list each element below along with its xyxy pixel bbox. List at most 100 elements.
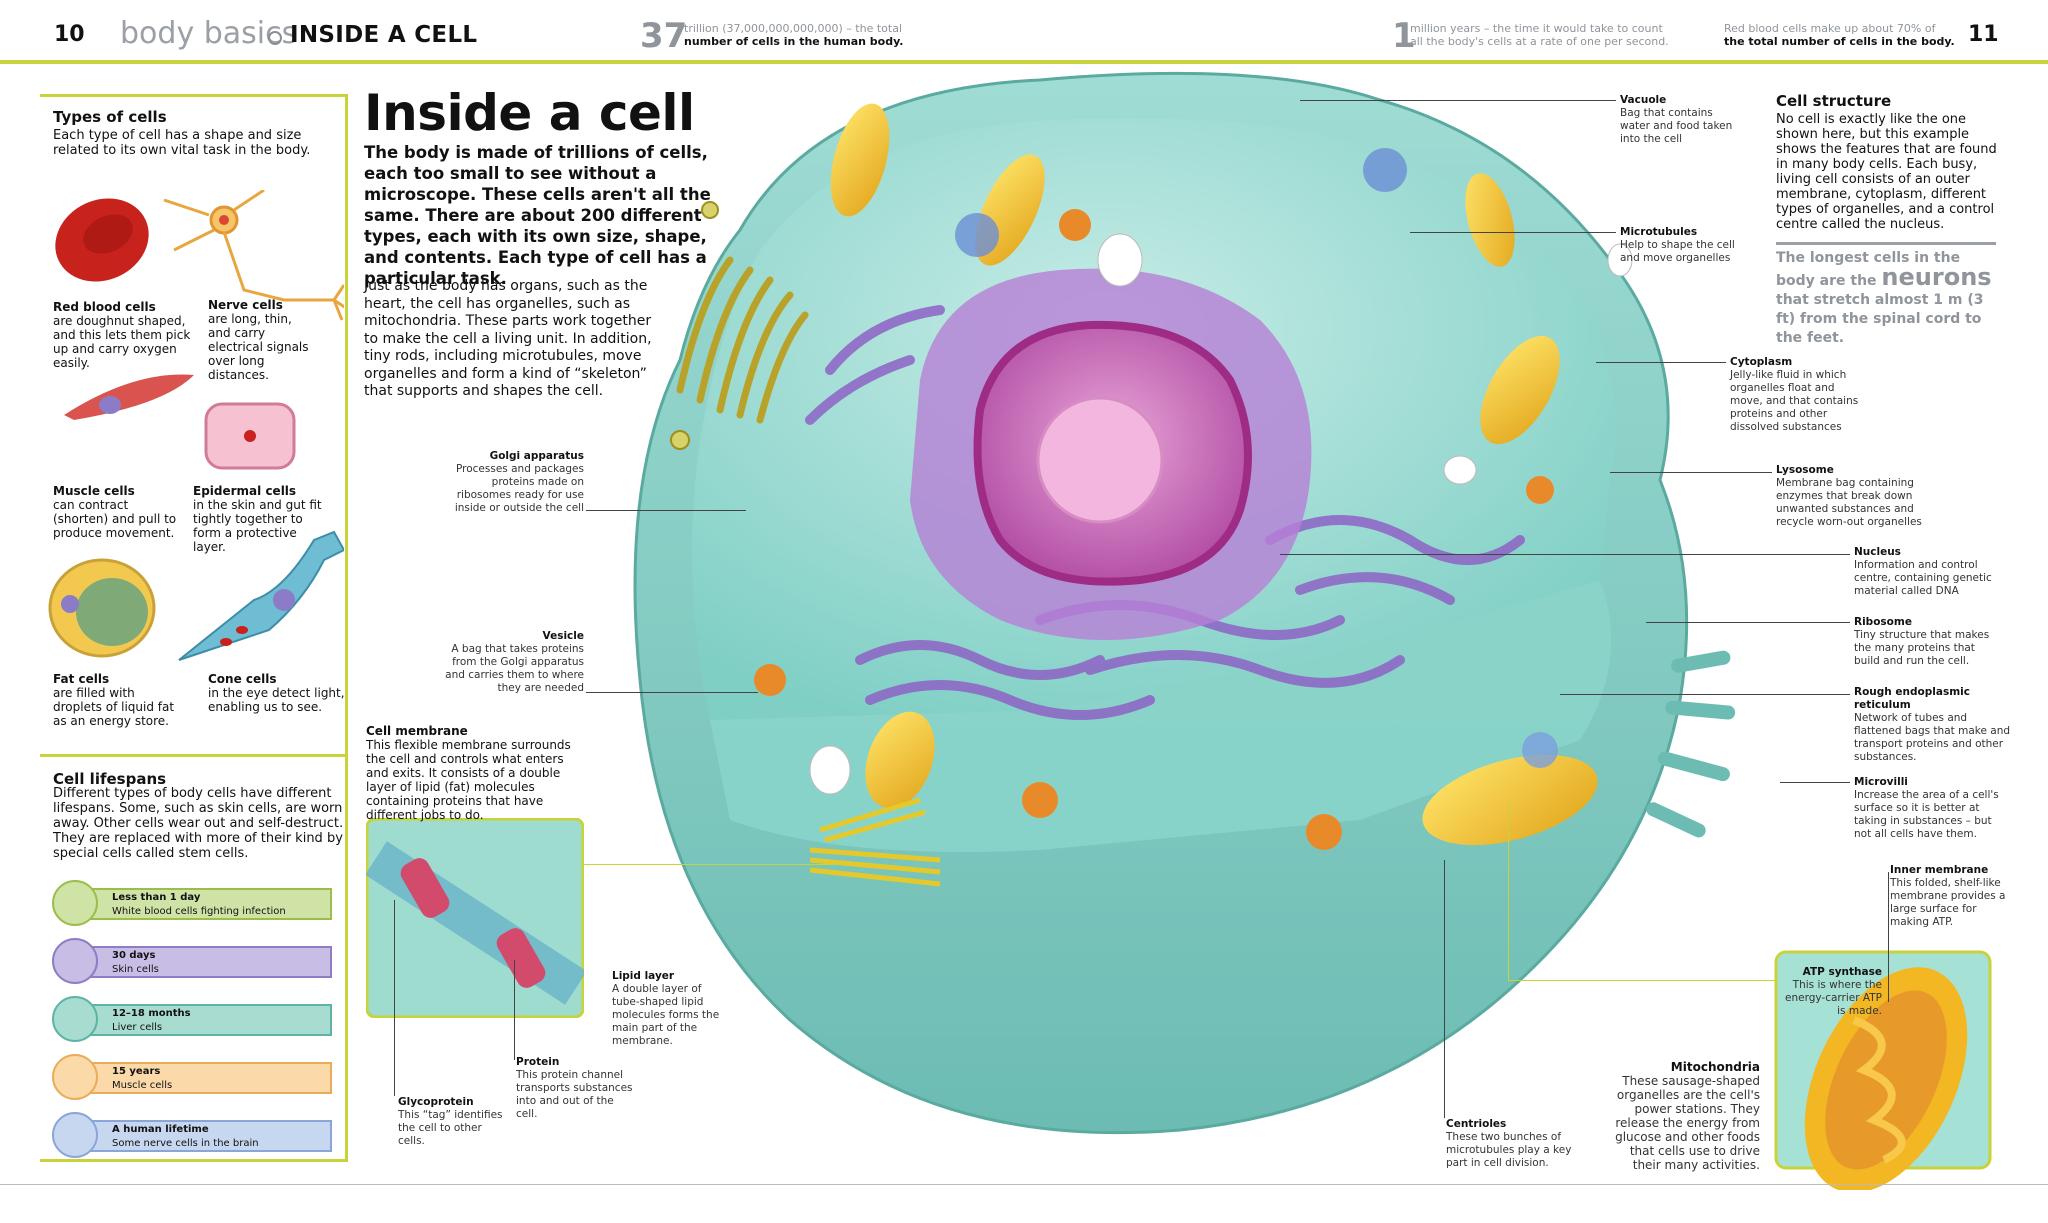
mitochondria-illustration [830,103,1598,846]
lifespan-cell-icon [52,1112,98,1158]
epidermal-cell-illustration [204,402,296,470]
centrioles-illustration [809,797,941,887]
leader-lysosome [1610,472,1772,473]
fact-text-counting: million years – the time it would take t… [1410,22,1669,48]
page-number-right: 11 [1968,22,1999,47]
mitochondria-inset [1774,950,1992,1190]
lifespan-duration: 12–18 months [112,1008,191,1019]
leader-vacuole [1300,100,1616,101]
small-organelles [754,148,1633,850]
lifespan-duration: 30 days [112,950,156,961]
leader-mito-h [1508,980,1776,981]
golgi-illustration [670,201,809,450]
left-panel-frame [40,94,348,1162]
types-heading: Types of cells [53,108,167,126]
leader-membrane [584,864,844,865]
leader-vesicle [586,692,758,693]
cell-structure-body: No cell is exactly like the one shown he… [1776,112,1997,232]
leader-microtubules [1410,232,1616,233]
leader-ribosome [1646,622,1850,623]
lifespan-duration: Less than 1 day [112,892,201,903]
lifespan-bar [74,1004,332,1036]
neurons-fact: The longest cells in the body are the ne… [1776,242,1996,348]
nerve-cell-illustration [163,190,344,321]
cut-surface [710,580,1612,852]
membrane-inset [366,818,584,1018]
lifespan-duration: 15 years [112,1066,161,1077]
leader-golgi [586,510,746,511]
leader-centrioles [1444,860,1445,1118]
lifespan-duration: A human lifetime [112,1124,209,1135]
lifespan-cell-icon [52,1054,98,1100]
leader-microvilli [1780,782,1850,783]
page-bottom-rule [0,1184,2048,1185]
breadcrumb-topic: INSIDE A CELL [290,22,478,48]
leader-rough-er [1560,694,1850,695]
left-panel-divider [40,754,348,757]
lifespan-cell-type: White blood cells fighting infection [112,906,286,917]
body-paragraph: Just as the body has organs, such as the… [364,278,652,399]
cell-illustration [633,71,1736,1135]
leader-inner-membrane [1888,872,1889,1002]
red-blood-cell-illustration [55,198,149,282]
fact-number-37: 37 [640,16,688,56]
nucleolus [1036,396,1164,524]
leader-protein [514,960,515,1060]
lifespans-intro: Different types of body cells have diffe… [53,786,344,861]
intro-text: The body is made of trillions of cells, … [364,143,711,288]
lifespan-cell-icon [52,996,98,1042]
lifespan-cell-type: Liver cells [112,1022,163,1033]
cell-types-illustrations [48,190,344,661]
microvilli-illustration [1646,650,1736,838]
page-title: Inside a cell [364,84,695,142]
lifespan-cell-type: Muscle cells [112,1080,173,1091]
cone-cell-illustration [178,530,344,661]
lifespans-heading: Cell lifespans [53,770,167,788]
lifespan-cell-type: Skin cells [112,964,159,975]
lifespan-bar [74,1062,332,1094]
lifespan-bar [74,1120,332,1152]
leader-cytoplasm [1596,362,1726,363]
lifespan-cell-type: Some nerve cells in the brain [112,1138,259,1149]
leader-glycoprotein [394,900,395,1096]
leader-nucleus [1280,554,1850,555]
fact-number-1: 1 [1392,16,1416,56]
breadcrumb-section: body basics [120,16,298,51]
types-intro: Each type of cell has a shape and size r… [53,128,311,158]
page-number-left: 10 [54,22,85,47]
lifespan-cell-icon [52,880,98,926]
lifespan-bar [74,946,332,978]
nucleus-illustration [910,268,1312,640]
lifespan-cell-icon [52,938,98,984]
leader-mito-v [1508,800,1509,980]
